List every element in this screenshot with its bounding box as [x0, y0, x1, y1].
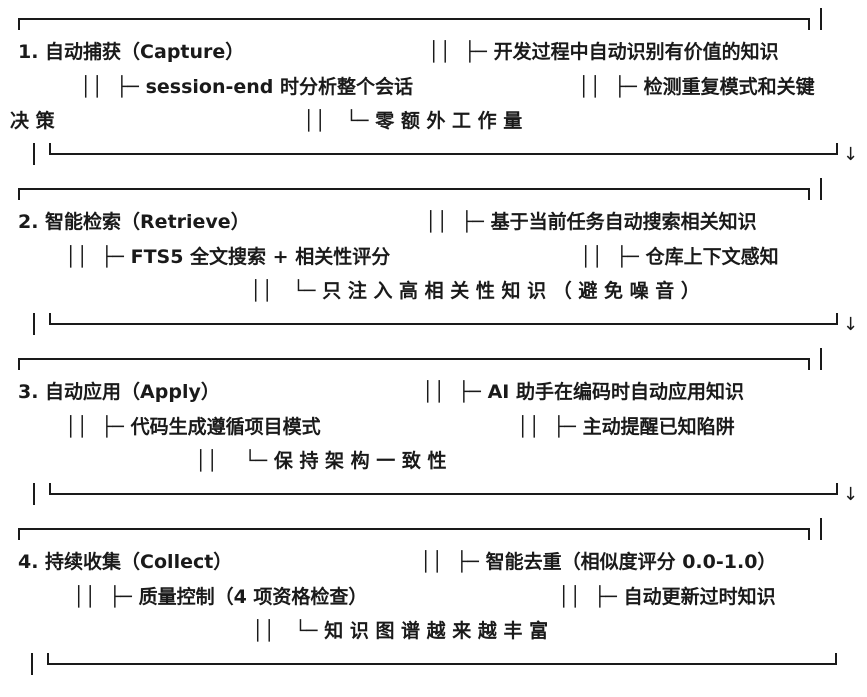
box-top-border — [18, 18, 810, 30]
right-connector — [820, 518, 822, 540]
detail-line: ││ ├─ 主动提醒已知陷阱 — [517, 416, 735, 438]
detail-line: ││ ├─ 质量控制（4 项资格检查） — [73, 586, 368, 608]
down-arrow-icon: ↓ — [843, 484, 859, 505]
down-arrow-icon: ↓ — [843, 144, 859, 165]
detail-line: ││ └─ 零 额 外 工 作 量 — [303, 110, 523, 132]
section-title: 4. 持续收集（Collect） — [18, 551, 233, 573]
box-bottom-border — [49, 313, 838, 325]
box-bottom-border — [49, 143, 838, 155]
right-connector — [820, 8, 822, 30]
right-connector — [820, 178, 822, 200]
box-top-border — [18, 528, 810, 540]
detail-line: ││ └─ 保 持 架 构 一 致 性 — [195, 450, 447, 472]
section-title: 1. 自动捕获（Capture） — [18, 41, 245, 63]
box-bottom-border — [47, 653, 837, 665]
left-connector — [33, 483, 35, 505]
detail-line: ││ ├─ 基于当前任务自动搜索相关知识 — [425, 211, 757, 233]
detail-line: ││ └─ 知 识 图 谱 越 来 越 丰 富 — [252, 620, 549, 642]
down-arrow-icon: ↓ — [843, 314, 859, 335]
detail-line: ││ ├─ 仓库上下文感知 — [580, 246, 779, 268]
detail-line: ││ ├─ 自动更新过时知识 — [558, 586, 776, 608]
detail-line: ││ ├─ session-end 时分析整个会话 — [80, 76, 414, 98]
section-title: 2. 智能检索（Retrieve） — [18, 211, 250, 233]
detail-line: ││ ├─ 代码生成遵循项目模式 — [65, 416, 321, 438]
box-bottom-border — [49, 483, 838, 495]
section-title: 3. 自动应用（Apply） — [18, 381, 220, 403]
left-connector — [33, 313, 35, 335]
detail-line: ││ ├─ 检测重复模式和关键 — [578, 76, 815, 98]
detail-line: ││ ├─ FTS5 全文搜索 + 相关性评分 — [65, 246, 391, 268]
detail-line: ││ ├─ 开发过程中自动识别有价值的知识 — [428, 41, 779, 63]
detail-line: ││ ├─ AI 助手在编码时自动应用知识 — [422, 381, 744, 403]
detail-line: ││ ├─ 智能去重（相似度评分 0.0-1.0） — [420, 551, 777, 573]
box-top-border — [18, 358, 810, 370]
detail-line: ││ └─ 只 注 入 高 相 关 性 知 识 （ 避 免 噪 音 ） — [250, 280, 700, 302]
left-connector — [31, 653, 33, 675]
left-connector — [33, 143, 35, 165]
box-top-border — [18, 188, 810, 200]
detail-line: 决 策 — [10, 110, 55, 132]
right-connector — [820, 348, 822, 370]
